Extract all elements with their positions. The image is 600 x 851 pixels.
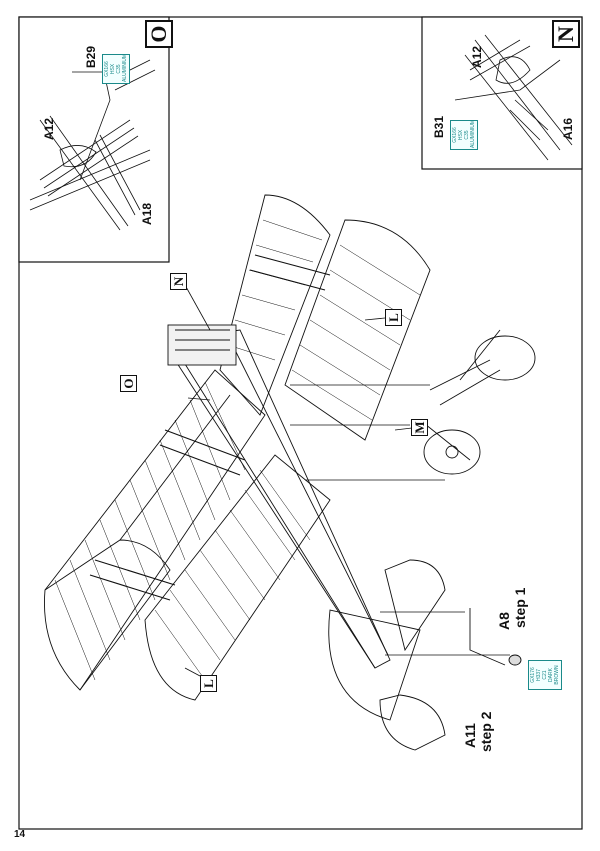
page-number: 14	[14, 829, 26, 840]
upper-wing-right-ribs	[227, 219, 323, 361]
callout-l-top: L	[385, 309, 402, 326]
inset-o-paint-box: GX166 HSX C35 ALUMINIUM	[102, 54, 130, 84]
lower-wing-right	[284, 219, 431, 441]
callout-o: O	[120, 375, 137, 392]
step-2-label: step 2	[478, 711, 494, 752]
inset-o-frame	[18, 16, 170, 263]
step-2-part: A11	[462, 723, 478, 748]
lower-wing-left-ribs	[154, 469, 311, 681]
callout-n: N	[170, 273, 187, 290]
upper-wing-left-ribs	[54, 381, 246, 681]
inset-n-paint-box: GX166 HSX C35 ALUMINIUM	[450, 120, 478, 150]
inset-o-part-b29: B29	[84, 45, 98, 68]
page-frame	[18, 16, 583, 830]
interplane-struts	[89, 254, 331, 601]
locator-lines	[290, 384, 510, 656]
main-paint-box: GX176 H337 C21 DARK BROWN	[528, 660, 562, 690]
inset-o-part-a18: A18	[140, 202, 154, 225]
lower-wing-left	[144, 454, 331, 701]
upper-wing-right	[219, 194, 331, 416]
paint-name: ALUMINIUM	[122, 53, 128, 82]
callout-leaders	[184, 284, 413, 677]
inset-n-part-a16: A16	[561, 117, 575, 140]
inset-o-part-a12: A12	[42, 117, 56, 140]
callout-m: M	[411, 419, 428, 436]
fuselage	[167, 324, 391, 669]
inset-n-part-a12: A12	[470, 45, 484, 68]
callout-l-bottom: L	[200, 675, 217, 692]
inset-o-letter: O	[145, 20, 173, 48]
inset-n-part-b31: B31	[432, 115, 446, 138]
step-1-label: step 1	[512, 587, 528, 628]
step-1-part: A8	[496, 612, 512, 630]
tail-skid-part	[469, 608, 522, 666]
upper-wing-left	[44, 369, 266, 691]
tailplane	[328, 559, 446, 751]
inset-n-letter: N	[552, 20, 580, 48]
paint-name: DARK BROWN	[548, 665, 560, 685]
inset-o-drawing	[29, 59, 156, 231]
lower-wing-right-ribs	[291, 244, 421, 421]
paint-name: ALUMINIUM	[470, 119, 476, 148]
undercarriage	[419, 329, 536, 475]
inset-n-drawing	[454, 34, 573, 161]
